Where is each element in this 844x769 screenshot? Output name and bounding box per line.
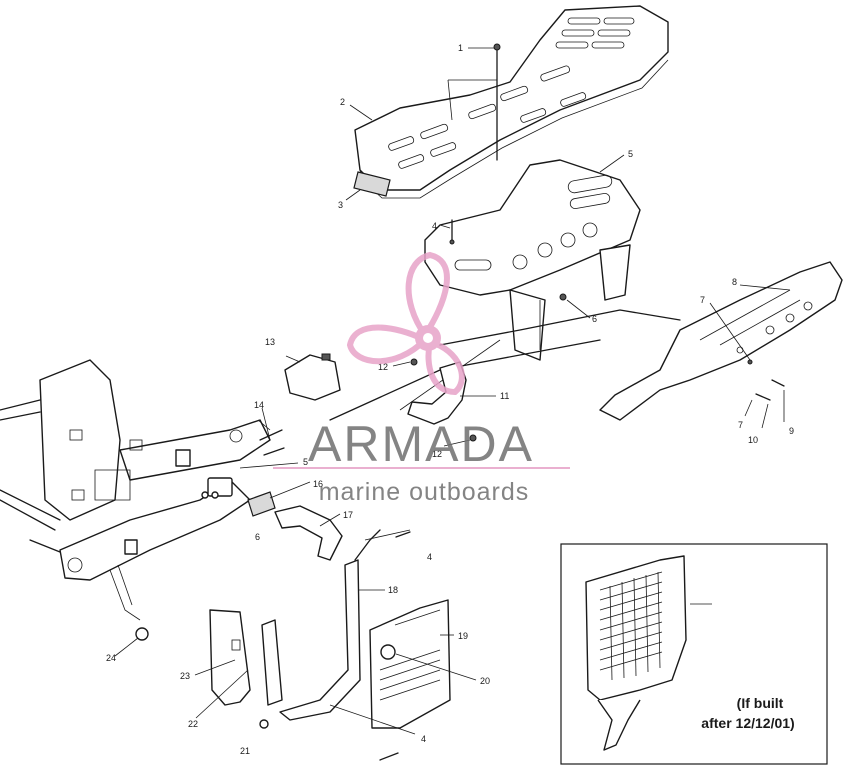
callout-7-bottom: 7 (738, 420, 743, 430)
rear-bumper (599, 261, 843, 421)
callout-24: 24 (106, 653, 116, 663)
callout-7-top: 7 (700, 295, 705, 305)
callout-18: 18 (388, 585, 398, 595)
watermark: ARMADA marine outboards (273, 251, 570, 506)
callout-13: 13 (265, 337, 275, 347)
inset-note-line1: (If built (737, 695, 784, 711)
callout-21: 21 (240, 746, 250, 756)
callout-12-bottom: 12 (432, 449, 442, 459)
callout-2: 2 (340, 97, 345, 107)
mud-flap (369, 599, 451, 729)
propeller-logo-icon (346, 251, 465, 396)
rear-rack-top (354, 5, 669, 199)
callout-14: 14 (254, 400, 264, 410)
top-bolt (447, 43, 501, 161)
callout-4-bottom: 4 (421, 734, 426, 744)
callout-6-rack: 6 (592, 314, 597, 324)
callout-12-top: 12 (378, 362, 388, 372)
callout-16: 16 (313, 479, 323, 489)
callout-19-main: 19 (458, 631, 468, 641)
callout-5-link: 5 (303, 457, 308, 467)
callout-17: 17 (343, 510, 353, 520)
callout-4-mid: 4 (427, 552, 432, 562)
module-box (284, 353, 341, 401)
inset-panel: (If built after 12/12/01) (560, 543, 828, 765)
callout-5-rack: 5 (628, 149, 633, 159)
callout-labels: 1 2 3 4 5 6 7 8 7 10 9 12 11 12 13 14 5 … (106, 43, 794, 756)
callout-4-top: 4 (432, 221, 437, 231)
callout-11: 11 (500, 391, 509, 401)
callout-3: 3 (338, 200, 343, 210)
callout-22: 22 (188, 719, 198, 729)
left-frame (0, 359, 271, 641)
nut-6 (559, 293, 567, 301)
linkage-parts (201, 429, 343, 561)
callout-20: 20 (480, 676, 490, 686)
leader-lines (114, 47, 791, 735)
watermark-brand: ARMADA (308, 416, 534, 472)
rack-support (424, 159, 641, 361)
callout-10: 10 (748, 435, 758, 445)
watermark-tagline: marine outboards (319, 478, 530, 506)
callout-23: 23 (180, 671, 190, 681)
callout-9: 9 (789, 426, 794, 436)
screw-4-top (449, 219, 455, 245)
lower-guard (209, 529, 411, 761)
inset-note-line2: after 12/12/01) (701, 715, 794, 731)
callout-8: 8 (732, 277, 737, 287)
reflector-plate (353, 171, 391, 197)
callout-6-link: 6 (255, 532, 260, 542)
callout-1: 1 (458, 43, 463, 53)
